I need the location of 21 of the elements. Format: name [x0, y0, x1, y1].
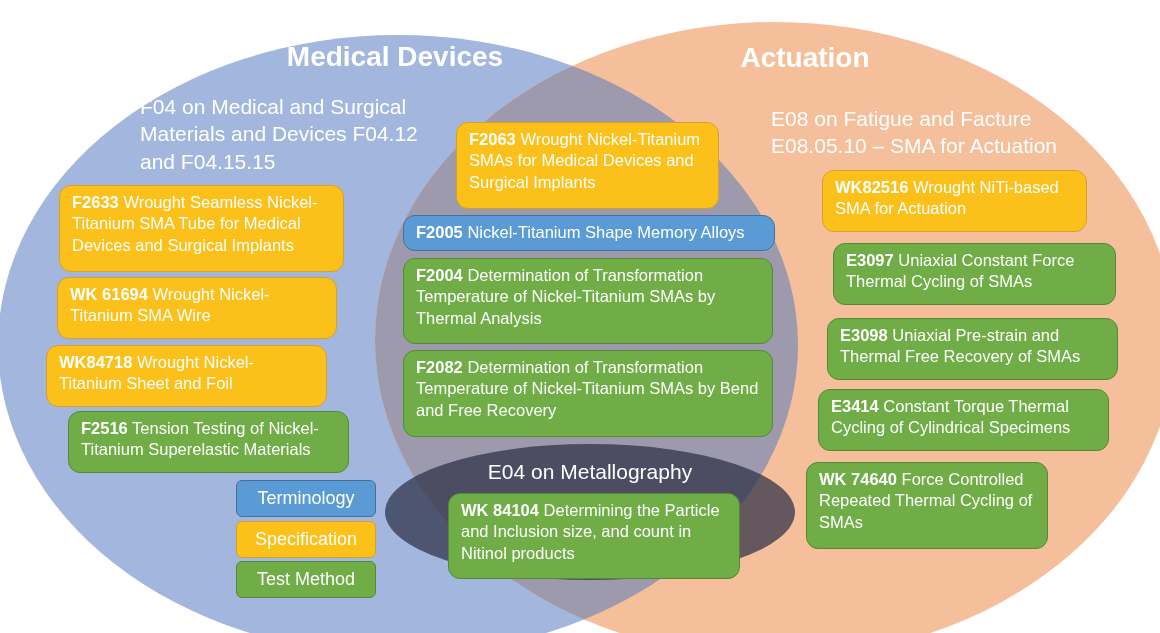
- standard-box: F2633 Wrought Seamless Nickel-Titanium SMA Tube for Medical Devices and Surgical Implants: [59, 185, 344, 272]
- committee-title: Actuation: [739, 42, 871, 74]
- standard-box: F2063 Wrought Nickel-Titanium SMAs for Medical Devices and Surgical Implants: [456, 122, 719, 209]
- legend-key: Terminology: [236, 480, 376, 517]
- committee-subtitle: E08 on Fatigue and Facture E08.05.10 – SMA for Actuation: [771, 106, 1059, 160]
- committee-title: Medical Devices: [285, 41, 505, 73]
- legend-key: Test Method: [236, 561, 376, 598]
- standard-box: F2082 Determination of Transformation Temperature of Nickel-Titanium SMAs by Bend and Free Recovery: [403, 350, 773, 437]
- standard-box: WK84718 Wrought Nickel-Titanium Sheet and Foil: [46, 345, 327, 407]
- standard-box: E3098 Uniaxial Pre-strain and Thermal Free Recovery of SMAs: [827, 318, 1118, 380]
- standard-box: WK82516 Wrought NiTi-based SMA for Actuation: [822, 170, 1087, 232]
- standard-box: E3414 Constant Torque Thermal Cycling of Cylindrical Specimens: [818, 389, 1109, 451]
- standard-box: WK 74640 Force Controlled Repeated Thermal Cycling of SMAs: [806, 462, 1048, 549]
- standard-box: E3097 Uniaxial Constant Force Thermal Cycling of SMAs: [833, 243, 1116, 305]
- standard-box: WK 84104 Determining the Particle and Inclusion size, and count in Nitinol products: [448, 493, 740, 579]
- standard-box: F2516 Tension Testing of Nickel-Titanium Superelastic Materials: [68, 411, 349, 473]
- legend-key: Specification: [236, 521, 376, 558]
- standard-box: WK 61694 Wrought Nickel-Titanium SMA Wire: [57, 277, 337, 339]
- standard-box: F2004 Determination of Transformation Temperature of Nickel-Titanium SMAs by Thermal Analysis: [403, 258, 773, 344]
- standard-box: F2005 Nickel-Titanium Shape Memory Alloys: [403, 215, 775, 251]
- committee-title: E04 on Metallography: [486, 460, 694, 484]
